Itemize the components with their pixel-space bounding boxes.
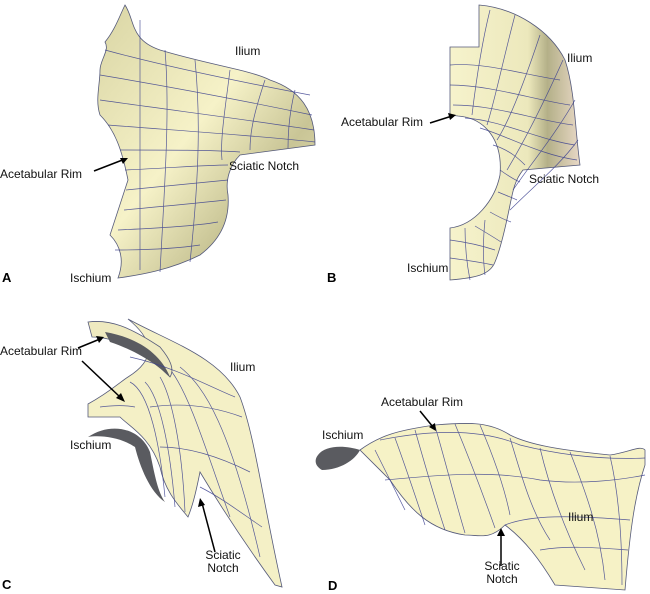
arrow-icon [81, 360, 125, 402]
arrow-icon [77, 336, 104, 349]
label-ilium: Ilium [230, 360, 256, 374]
panel-letter-d: D [328, 578, 338, 593]
label-ischium: Ischium [407, 261, 449, 275]
label-sciatic-notch: Sciatic Notch [477, 560, 527, 586]
arrow-icon [419, 410, 436, 431]
panel-letter-b: B [327, 270, 337, 285]
panel-b: Ilium Acetabular Rim Sciatic Notch Ischi… [325, 0, 650, 297]
label-sciatic-notch: Sciatic Notch [229, 159, 300, 173]
panel-letter-c: C [2, 577, 12, 592]
label-ilium: Ilium [567, 51, 593, 65]
label-ischium: Ischium [70, 438, 112, 452]
arrow-icon [198, 498, 216, 553]
panel-d: Acetabular Rim Ischium Ilium Sciatic Not… [300, 396, 650, 594]
label-sciatic-notch: Sciatic Notch [529, 172, 600, 186]
label-sciatic-line2: Notch [207, 561, 239, 575]
label-ischium: Ischium [70, 271, 112, 285]
pelvis-mesh-inferior-view [315, 422, 646, 591]
pelvis-mesh-flattened-view [449, 4, 581, 281]
pelvis-mesh-lateral-view [97, 4, 316, 279]
label-ilium: Ilium [235, 44, 261, 58]
label-acetabular-rim: Acetabular Rim [0, 344, 83, 358]
arrow-icon [429, 113, 456, 124]
label-sciatic-line1: Sciatic [484, 559, 520, 573]
label-acetabular-rim: Acetabular Rim [341, 115, 424, 129]
label-sciatic-line1: Sciatic [205, 548, 241, 562]
label-acetabular-rim: Acetabular Rim [381, 395, 464, 409]
panel-a: Ilium Acetabular Rim Sciatic Notch Ischi… [0, 0, 325, 297]
label-sciatic-line2: Notch [486, 572, 518, 586]
arrow-icon [497, 528, 505, 566]
arrow-icon [93, 158, 128, 172]
panel-c: Acetabular Rim Ilium Ischium Sciatic Not… [0, 297, 325, 594]
label-ischium: Ischium [322, 428, 364, 442]
label-ilium: Ilium [568, 510, 594, 524]
pelvis-mesh-oblique-view [87, 318, 283, 588]
panel-letter-a: A [2, 270, 12, 285]
label-sciatic-notch: Sciatic Notch [198, 549, 248, 575]
label-acetabular-rim: Acetabular Rim [0, 167, 83, 181]
